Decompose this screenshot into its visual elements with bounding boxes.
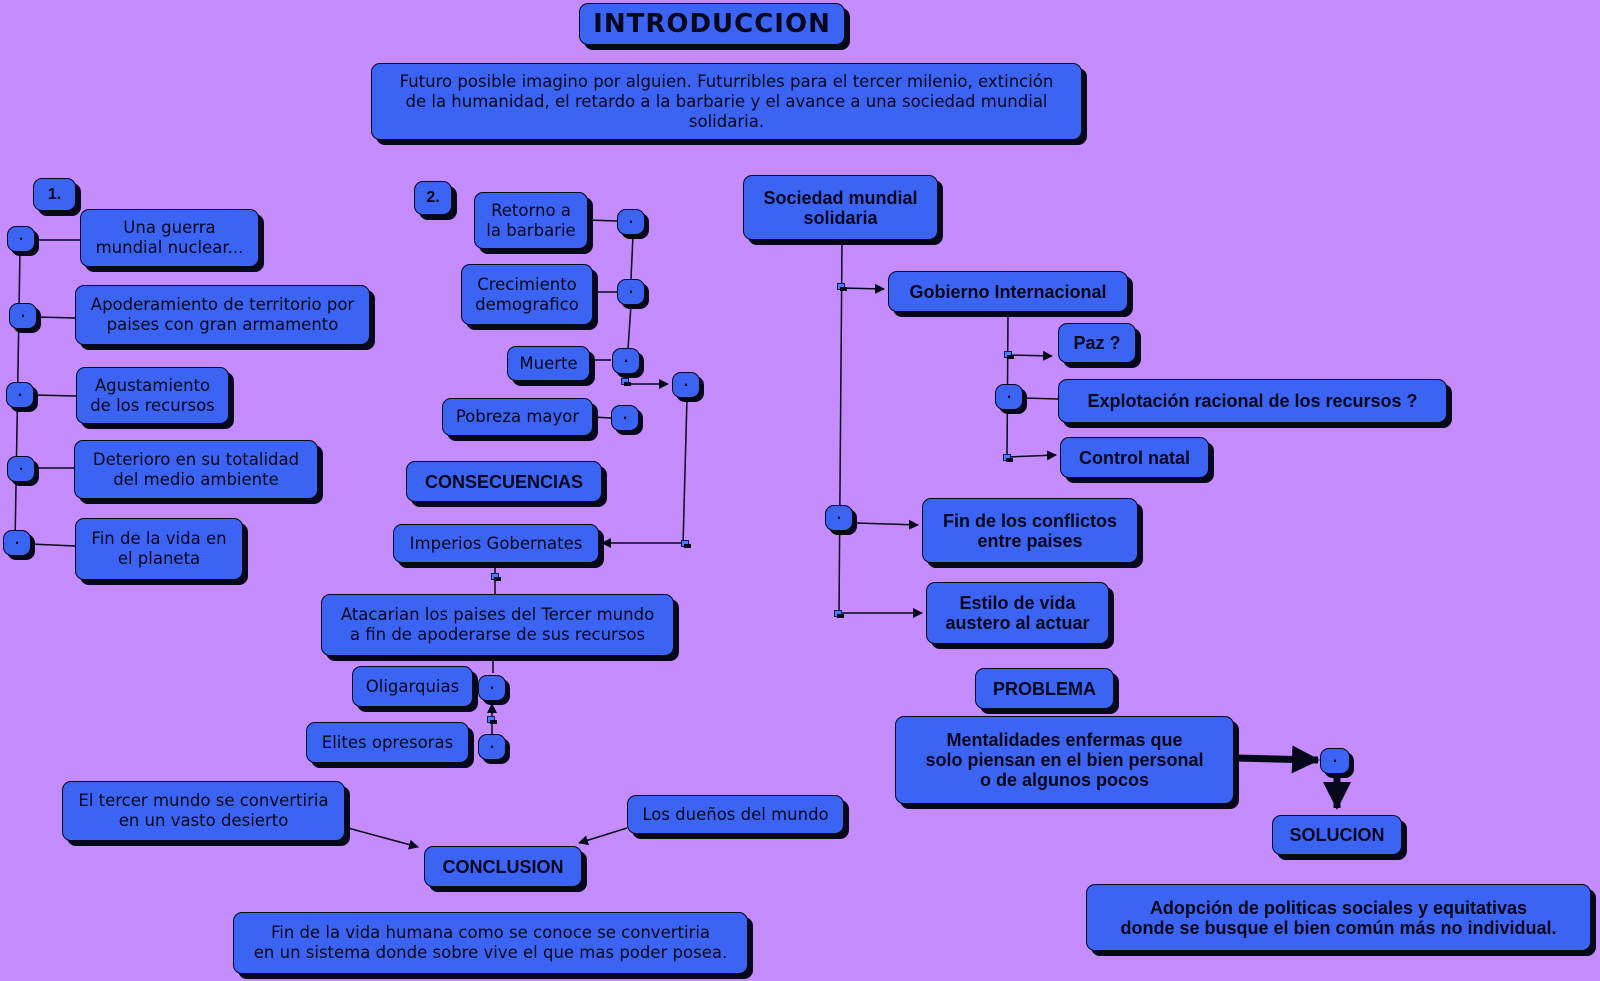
b2-dot-merge[interactable]: · — [672, 372, 700, 398]
soc-dot-fin[interactable]: · — [825, 505, 853, 531]
b1-link-5 — [30, 543, 76, 547]
problema-heading[interactable]: PROBLEMA — [975, 668, 1114, 709]
cons-dot-elites[interactable]: · — [478, 734, 506, 760]
b1-link-3 — [33, 394, 77, 397]
b2-crecimiento[interactable]: Crecimiento demografico — [461, 264, 593, 325]
gobierno-internacional[interactable]: Gobierno Internacional — [888, 271, 1128, 312]
solucion-text[interactable]: Adopción de politicas sociales y equitat… — [1086, 884, 1591, 951]
explotacion-racional[interactable]: Explotación racional de los recursos ? — [1058, 379, 1447, 423]
cons-dot-oligarquias[interactable]: · — [478, 675, 506, 701]
b2-pobreza[interactable]: Pobreza mayor — [442, 398, 593, 436]
soc-spine — [838, 241, 843, 614]
solucion-heading[interactable]: SOLUCION — [1272, 815, 1402, 855]
control-natal[interactable]: Control natal — [1060, 437, 1209, 478]
title-box[interactable]: INTRODUCCION — [579, 3, 845, 45]
branch1-number[interactable]: 1. — [33, 178, 76, 211]
soc-arrow-gobierno — [841, 283, 885, 294]
b1-dot-3[interactable]: · — [6, 382, 34, 408]
connector-flag-estilo — [834, 610, 844, 619]
b1-dot-5[interactable]: · — [3, 530, 31, 556]
intro-box[interactable]: Futuro posible imagino por alguien. Futu… — [371, 63, 1082, 140]
estilo-de-vida[interactable]: Estilo de vida austero al actuar — [926, 582, 1109, 644]
gob-dot-explotacion[interactable]: · — [995, 384, 1023, 410]
connector-flag-gobierno — [837, 283, 847, 292]
atacarian-paises[interactable]: Atacarian los paises del Tercer mundo a … — [321, 594, 674, 656]
b2-dot-pobreza[interactable]: · — [611, 405, 639, 431]
b1-deterioro[interactable]: Deterioro en su totalidad del medio ambi… — [74, 440, 318, 499]
problema-text[interactable]: Mentalidades enfermas que solo piensan e… — [895, 716, 1234, 804]
b1-guerra-nuclear[interactable]: Una guerra mundial nuclear... — [80, 209, 259, 267]
imperios-gobernates[interactable]: Imperios Gobernates — [393, 524, 599, 563]
b1-link-2 — [36, 316, 76, 319]
consecuencias-heading[interactable]: CONSECUENCIAS — [406, 461, 602, 502]
paz[interactable]: Paz ? — [1058, 323, 1136, 363]
sociedad-mundial-heading[interactable]: Sociedad mundial solidaria — [743, 175, 938, 240]
b2-dot-retorno[interactable]: · — [617, 209, 645, 235]
branch2-number[interactable]: 2. — [414, 181, 452, 215]
b2-down — [682, 397, 688, 546]
b2-link-retorno — [587, 219, 618, 222]
conclusion-text[interactable]: Fin de la vida humana como se conoce se … — [233, 912, 748, 974]
b2-muerte[interactable]: Muerte — [507, 346, 590, 381]
connector-flag-b2 — [621, 378, 631, 387]
connector-flag-elites — [487, 716, 497, 725]
b1-dot-1[interactable]: · — [7, 226, 35, 252]
connector-flag-atacarian — [491, 573, 501, 582]
connector-flag-paz — [1004, 351, 1014, 360]
elites-opresoras[interactable]: Elites opresoras — [306, 722, 469, 763]
duenos-del-mundo[interactable]: Los dueños del mundo — [627, 795, 844, 834]
b1-fin-vida-planeta[interactable]: Fin de la vida en el planeta — [75, 518, 243, 580]
problema-arrow — [1236, 745, 1320, 774]
tercer-mundo-desierto[interactable]: El tercer mundo se convertiria en un vas… — [62, 781, 345, 841]
b2-dot-muerte[interactable]: · — [612, 348, 640, 374]
problema-dot[interactable]: · — [1320, 748, 1350, 774]
b2-dot-crecimiento[interactable]: · — [617, 279, 645, 305]
b1-apoderamiento[interactable]: Apoderamiento de territorio por paises c… — [75, 285, 370, 345]
fin-conflictos[interactable]: Fin de los conflictos entre paises — [922, 498, 1138, 563]
gob-arrow-control — [1006, 450, 1057, 461]
connector-flag-control — [1003, 454, 1013, 463]
b1-dot-2[interactable]: · — [9, 303, 37, 329]
tercer-to-conclusion — [347, 827, 419, 850]
conclusion-heading[interactable]: CONCLUSION — [424, 846, 582, 887]
b2-spine-2 — [627, 304, 632, 350]
soc-arrow-fin — [856, 519, 919, 530]
connector-flag-imperios — [681, 540, 691, 549]
b1-agustamiento[interactable]: Agustamiento de los recursos — [76, 367, 229, 424]
b2-retorno-barbarie[interactable]: Retorno a la barbarie — [474, 192, 588, 249]
oligarquias[interactable]: Oligarquias — [352, 666, 473, 707]
duenos-to-conclusion — [578, 827, 628, 846]
b2-spine-1 — [630, 234, 634, 280]
gob-arrow-paz — [1007, 350, 1053, 361]
b1-dot-4[interactable]: · — [7, 456, 35, 482]
b2-link-pobreza — [592, 416, 612, 419]
gob-link-explotacion — [1023, 397, 1059, 400]
